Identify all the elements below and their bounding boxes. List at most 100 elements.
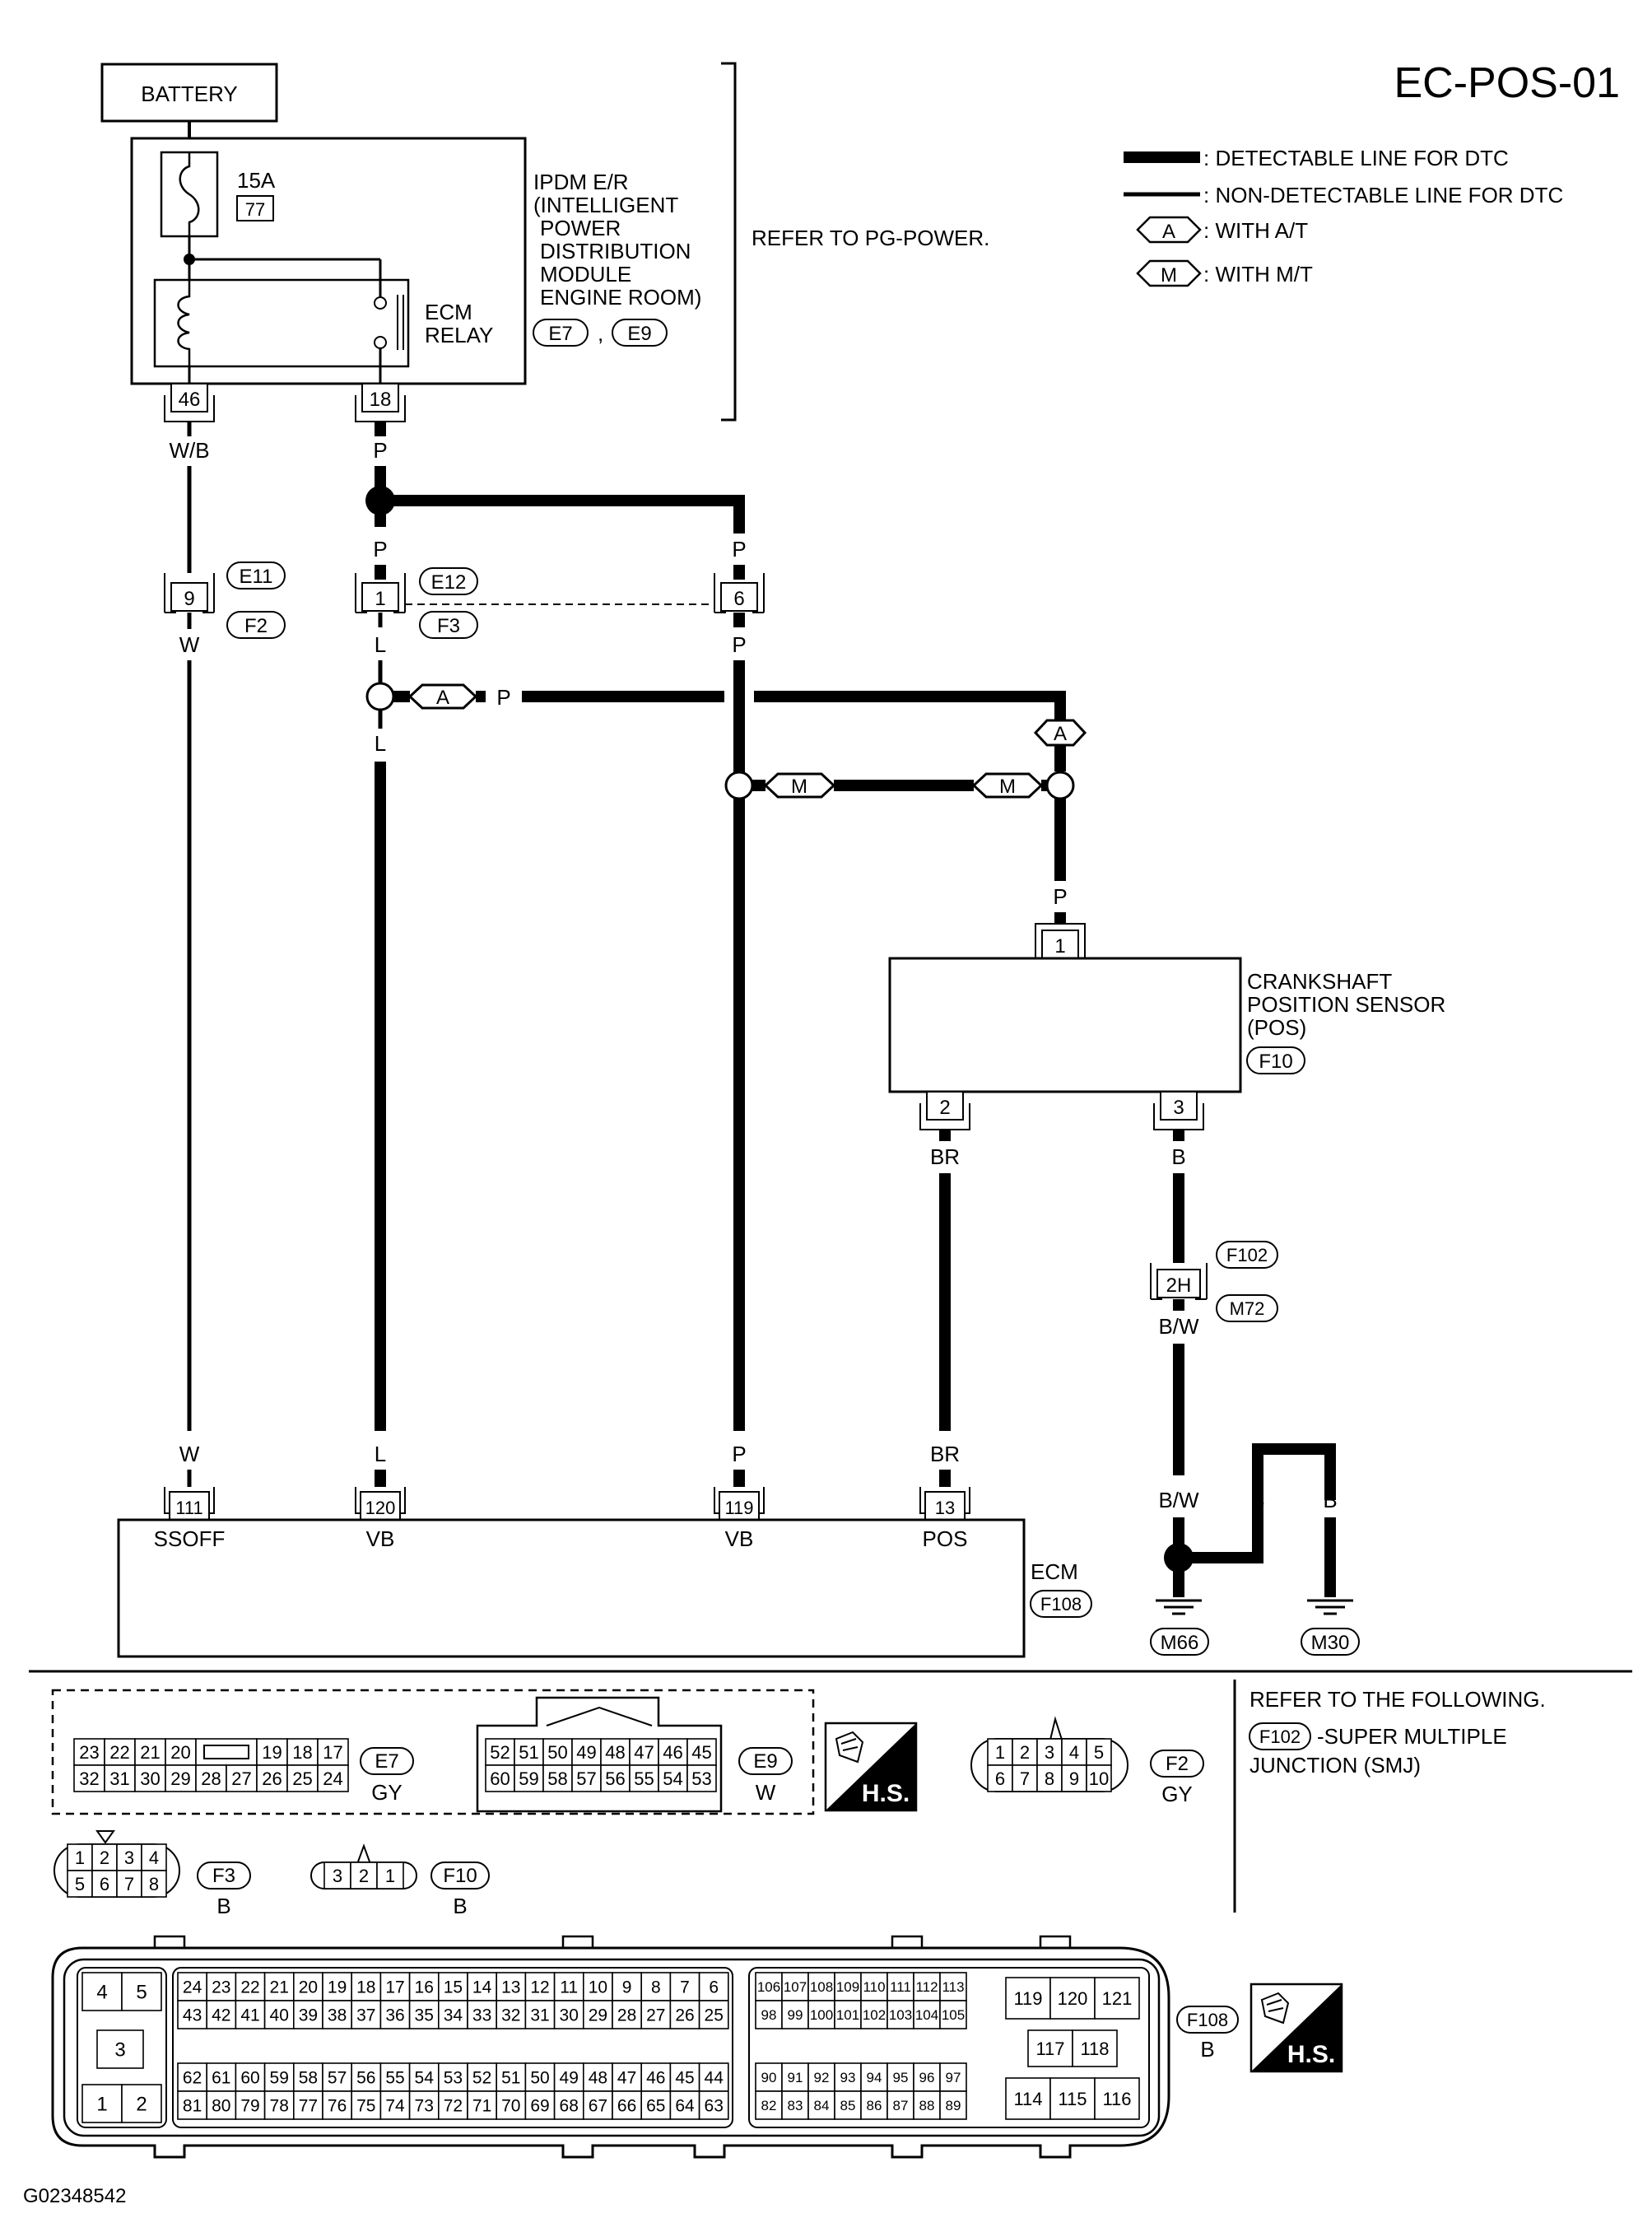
conn-e12: E12 <box>431 571 467 594</box>
f3-cavity: 6 <box>100 1874 109 1894</box>
f3-color: B <box>216 1894 230 1918</box>
f108-cavity: 79 <box>240 2097 259 2116</box>
e7-cavity: 26 <box>262 1768 282 1789</box>
f108-cavity: 63 <box>705 2097 724 2116</box>
e9-cavity: 60 <box>490 1768 510 1789</box>
f108-cavity: 18 <box>356 1978 375 1997</box>
battery-box <box>100 63 278 123</box>
connector-e12-f3-terminal-1: 1 <box>355 573 406 613</box>
e7-cavity: 19 <box>262 1742 282 1763</box>
f108-cavity: 53 <box>444 2069 463 2088</box>
e7-cavity: 28 <box>201 1768 221 1789</box>
e9-cavity: 53 <box>691 1768 711 1789</box>
svg-text:18: 18 <box>370 389 392 411</box>
f108-cavity: 93 <box>840 2070 856 2085</box>
e9-cavity: 58 <box>547 1768 567 1789</box>
f108-cavity: 81 <box>183 2097 202 2116</box>
e9-cavity: 45 <box>691 1742 711 1763</box>
f108-cavity: 80 <box>212 2097 230 2116</box>
wire-label-p4: P <box>732 632 746 657</box>
e9-cavity: 59 <box>519 1768 538 1789</box>
refer-smj-2: JUNCTION (SMJ) <box>1249 1753 1421 1778</box>
sensor-terminal-2: 2 <box>919 1091 970 1130</box>
e9-cavity: 54 <box>663 1768 682 1789</box>
f108-cavity: 9 <box>622 1978 632 1997</box>
f108-cavity: 119 <box>1013 1988 1042 2009</box>
e9-conn: E9 <box>753 1750 777 1773</box>
relay-box <box>153 278 410 368</box>
sensor-terminal-1: 1 <box>1035 923 1086 959</box>
f108-cavity: 48 <box>589 2069 607 2088</box>
relay-label-2: RELAY <box>425 323 493 347</box>
f108-cavity: 51 <box>501 2069 520 2088</box>
e9-housing <box>476 1696 723 1813</box>
f3-cavity: 2 <box>100 1848 109 1868</box>
f108-cavity: 20 <box>299 1978 318 1997</box>
ecm-pin-pos: POS <box>923 1526 968 1551</box>
f108-cavity: 30 <box>560 2006 579 2025</box>
f2-cavity: 1 <box>995 1742 1005 1763</box>
f108-cavity: 42 <box>212 2006 230 2025</box>
svg-text:120: 120 <box>365 1498 396 1518</box>
f108-cavity: 62 <box>183 2069 202 2088</box>
f2-cavity: 3 <box>1045 1742 1054 1763</box>
legend-detectable: : DETECTABLE LINE FOR DTC <box>1203 146 1509 170</box>
e7-cavity: 32 <box>79 1768 99 1789</box>
ecm-terminal-111: 111 <box>164 1487 215 1521</box>
f108-cavity: 95 <box>893 2070 909 2085</box>
ecm-pin-vb-119: VB <box>725 1526 754 1551</box>
f108-cavity: 96 <box>919 2070 935 2085</box>
ipdm-terminal-18: 18 <box>355 383 406 422</box>
smj-conn-m72: M72 <box>1230 1298 1265 1319</box>
e9-cavity: 56 <box>605 1768 625 1789</box>
wire-label-l1: L <box>375 632 386 657</box>
f108-cavity: 21 <box>270 1978 289 1997</box>
e9-cavity: 46 <box>663 1742 682 1763</box>
sensor-terminal-3: 3 <box>1153 1091 1204 1130</box>
conn-f2: F2 <box>244 615 268 637</box>
refer-conn-f102: F102 <box>1259 1726 1301 1747</box>
wire-label-bw1: B/W <box>1158 1314 1199 1339</box>
f108-cavity: 104 <box>915 2007 938 2023</box>
f108-cavity: 1 <box>96 2094 107 2116</box>
f108-cavity: 41 <box>240 2006 259 2025</box>
f108-cavity: 73 <box>415 2097 434 2116</box>
ground-symbol-m30 <box>1307 1599 1353 1615</box>
ipdm-desc-5: MODULE <box>540 262 631 287</box>
f108-cavity: 71 <box>472 2097 491 2116</box>
hs-icon: H.S. <box>824 1722 918 1812</box>
relay-coil <box>177 280 191 366</box>
connector-e11-f2-terminal-9: 9 <box>164 573 215 613</box>
f2-cavity: 6 <box>995 1768 1005 1789</box>
ecm-pin-vb-120: VB <box>366 1526 395 1551</box>
e9-cavity: 47 <box>634 1742 654 1763</box>
symbol-mt-1: M <box>791 776 807 798</box>
f108-cavity: 89 <box>946 2098 961 2113</box>
f108-housing <box>51 1946 1170 2159</box>
wire-label-p3: P <box>732 537 746 561</box>
f2-cavity: 2 <box>1020 1742 1030 1763</box>
f108-cavity: 32 <box>501 2006 520 2025</box>
f108-cavity: 103 <box>889 2007 912 2023</box>
ecm-terminal-13: 13 <box>919 1487 970 1521</box>
wire-label-p6: P <box>732 1442 746 1466</box>
e9-cavity: 50 <box>547 1742 567 1763</box>
f108-cavity: 82 <box>761 2098 777 2113</box>
f108-cavity: 110 <box>863 1979 885 1995</box>
svg-text:111: 111 <box>175 1498 202 1518</box>
f108-cavity: 101 <box>836 2007 859 2023</box>
f108-cavity: 75 <box>356 2097 375 2116</box>
ground-symbol-m66 <box>1156 1599 1202 1615</box>
f108-cavity: 27 <box>646 2006 665 2025</box>
e7-cavity: 24 <box>323 1768 342 1789</box>
f108-cavity: 70 <box>501 2097 520 2116</box>
f108-cavity: 6 <box>709 1978 719 1997</box>
f108-cavity: 116 <box>1102 2089 1131 2109</box>
ipdm-desc-1: IPDM E/R <box>533 170 629 194</box>
legend-non-detectable: : NON-DETECTABLE LINE FOR DTC <box>1203 183 1563 207</box>
e9-cavity: 52 <box>490 1742 510 1763</box>
